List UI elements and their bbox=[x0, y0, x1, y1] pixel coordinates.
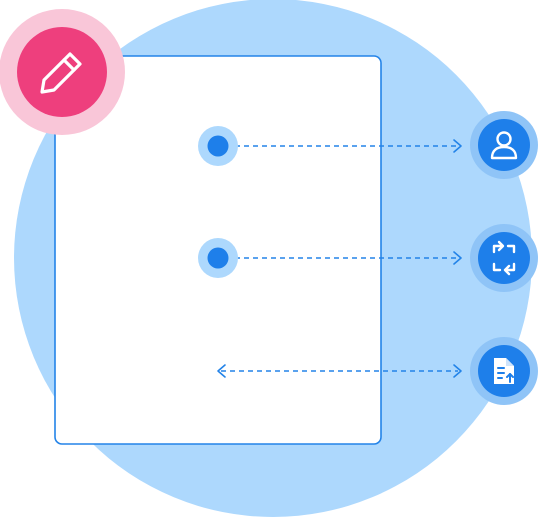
sync-icon bbox=[492, 240, 516, 276]
sync-icon-button[interactable] bbox=[470, 224, 538, 292]
source-dot-1 bbox=[198, 126, 238, 166]
edit-badge[interactable] bbox=[0, 9, 125, 135]
pencil-icon bbox=[40, 52, 82, 94]
connector-3-arrowhead-right bbox=[453, 364, 462, 378]
connector-3-arrowhead-left bbox=[217, 364, 226, 378]
document-upload-icon bbox=[494, 358, 514, 384]
user-icon bbox=[490, 131, 518, 160]
connector-1 bbox=[226, 139, 462, 153]
document-upload-icon-button[interactable] bbox=[470, 337, 538, 405]
connector-2 bbox=[226, 251, 462, 265]
source-dot-2 bbox=[198, 238, 238, 278]
connector-2-arrowhead bbox=[453, 251, 462, 265]
connector-1-arrowhead bbox=[453, 139, 462, 153]
user-icon-button[interactable] bbox=[470, 111, 538, 179]
connector-3 bbox=[217, 364, 462, 378]
